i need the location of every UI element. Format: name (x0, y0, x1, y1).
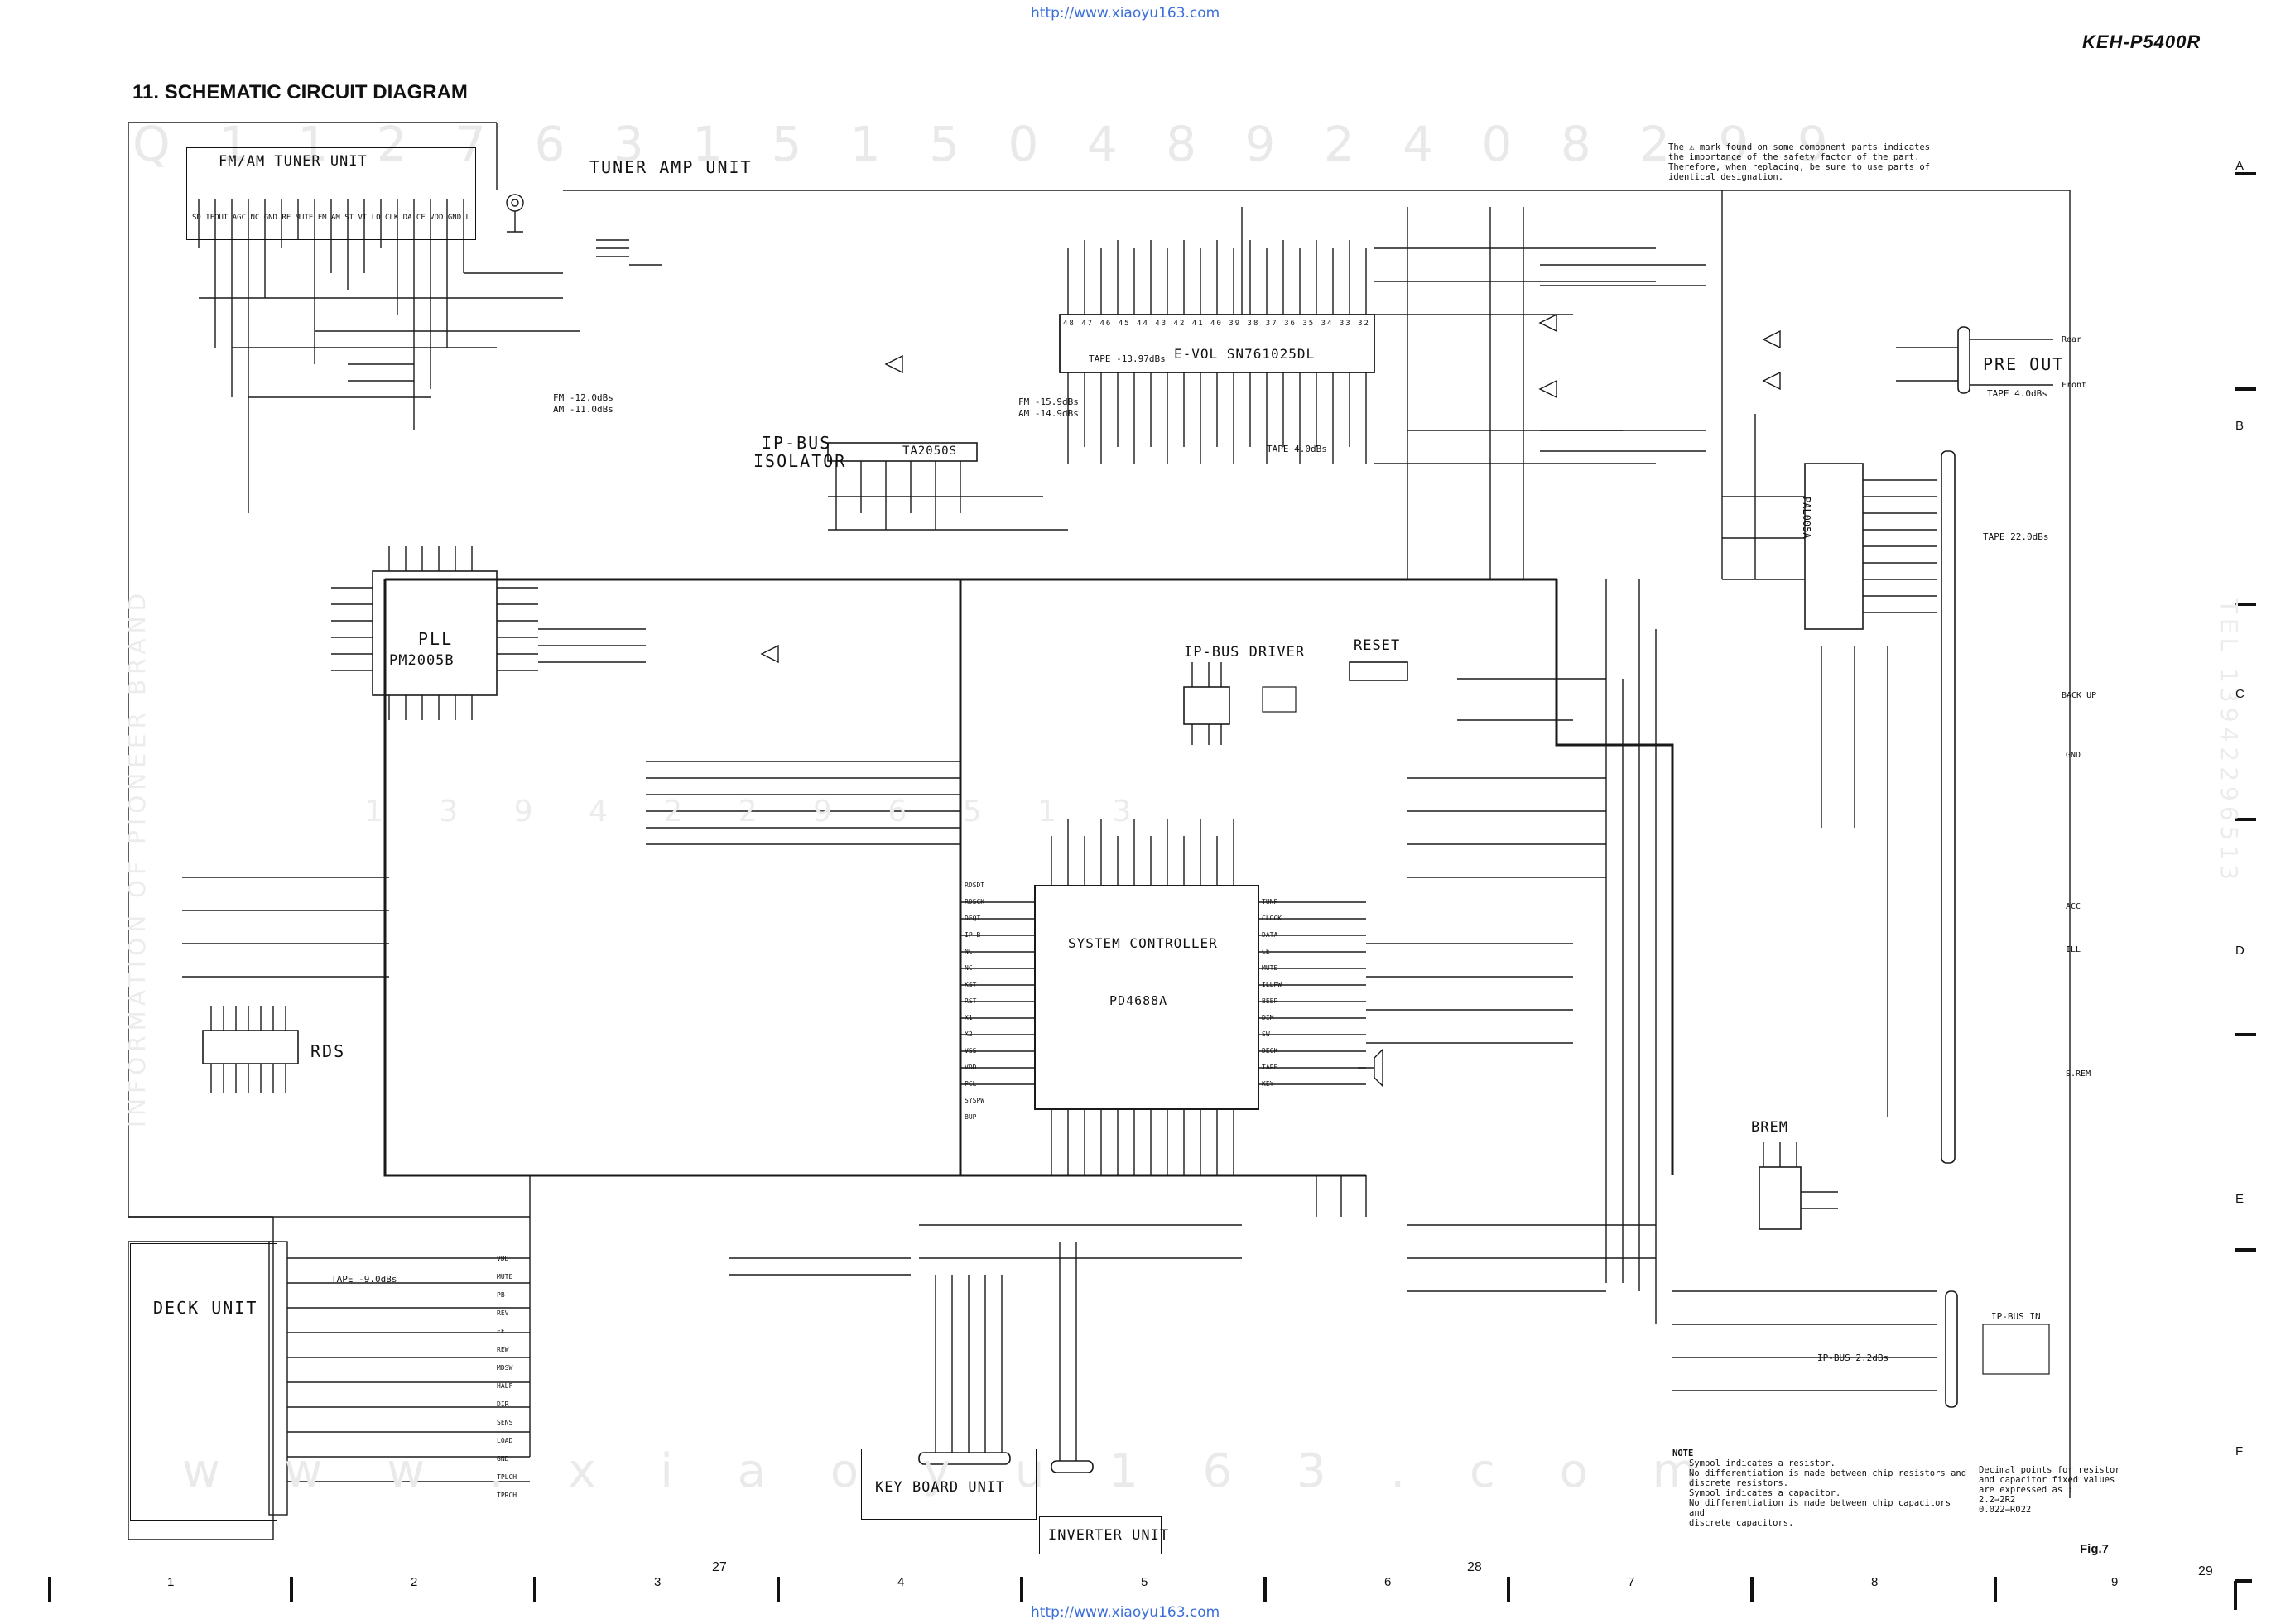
pre-out-label: PRE OUT (1983, 354, 2065, 374)
system-controller-part: PD4688A (1109, 993, 1168, 1008)
decimal-note-line: and capacitor fixed values (1979, 1475, 2115, 1485)
watermark-row-3: w w w . x i a o y u 1 6 3 . c o m (182, 1444, 1723, 1498)
level-fm-a: FM -12.0dBs (553, 392, 613, 403)
output-srem: S.REM (2066, 1069, 2091, 1079)
inverter-unit-box (1039, 1516, 1162, 1554)
output-acc: ACC (2066, 902, 2081, 911)
keyboard-unit-label: KEY BOARD UNIT (875, 1479, 1006, 1496)
output-backup: BACK UP (2062, 691, 2097, 700)
model-number: KEH-P5400R (2082, 31, 2201, 52)
level-tape-preout: TAPE 4.0dBs (1987, 388, 2047, 399)
evol-pin-row: 48 47 46 45 44 43 42 41 40 39 38 37 36 3… (1063, 320, 1376, 328)
brem-label: BREM (1751, 1119, 1788, 1136)
safety-note-line: the importance of the safety factor of t… (1668, 152, 1920, 162)
col-label-8: 8 (1871, 1575, 1879, 1589)
deck-unit-label: DECK UNIT (153, 1298, 258, 1318)
col-label-1: 1 (167, 1575, 175, 1589)
note-block: NOTE Symbol indicates a resistor. No dif… (1672, 1449, 1970, 1528)
row-label-a: A (2235, 159, 2245, 173)
row-label-b: B (2235, 419, 2245, 433)
ipbus-isolator-label-1: IP-BUS (762, 433, 832, 453)
page-number-27: 27 (712, 1560, 727, 1574)
tuner-pin-row: SD IFOUT AGC NC GND RF MUTE FM AM ST VT … (192, 214, 474, 222)
row-label-c: C (2235, 687, 2245, 701)
note-line: No differentiation is made between chip … (1689, 1468, 1967, 1478)
rds-chip-label: RDS (310, 1041, 346, 1061)
col-label-6: 6 (1384, 1575, 1392, 1589)
tuner-unit-label: FM/AM TUNER UNIT (219, 153, 368, 170)
level-tape-evol: TAPE -13.97dBs (1089, 353, 1166, 364)
ta2050s-chip-label: TA2050S (902, 444, 958, 458)
page-number-29: 29 (2198, 1564, 2213, 1578)
source-url-bottom[interactable]: http://www.xiaoyu163.com (1031, 1604, 1220, 1621)
sys-pins-left: RDSDT RDSCK DEQT IP-B NC NC KST RST X1 X… (965, 882, 985, 1121)
watermark-row-1: Q 1 1 2 7 6 3 1 5 1 5 0 4 8 9 2 4 0 8 2 … (132, 116, 1845, 172)
level-am-a: AM -11.0dBs (553, 404, 613, 415)
ipbus-in-label: IP-BUS IN (1991, 1311, 2041, 1322)
note-line: Symbol indicates a capacitor. (1689, 1488, 1841, 1498)
col-label-7: 7 (1628, 1575, 1635, 1589)
row-label-f: F (2235, 1444, 2244, 1458)
decimal-note-line: 2.2→2R2 (1979, 1495, 2016, 1505)
note-heading: NOTE (1672, 1449, 1694, 1458)
output-ill: ILL (2066, 945, 2081, 954)
col-label-2: 2 (411, 1575, 418, 1589)
safety-note: The ⚠ mark found on some component parts… (1668, 142, 1950, 182)
note-line: Symbol indicates a resistor. (1689, 1458, 1836, 1468)
level-tape-evol2: TAPE 4.0dBs (1267, 444, 1327, 454)
safety-note-line: identical designation. (1668, 172, 1784, 182)
deck-pin-row: VDD MUTE PB REV FF REW MDSW HALF DIR SEN… (497, 1255, 517, 1499)
page-number-28: 28 (1467, 1560, 1482, 1574)
decimal-note-line: are expressed as : (1979, 1485, 2073, 1495)
level-fm-b: FM -15.9dBs (1018, 396, 1079, 407)
pa-chip-label: PAL005A (1801, 497, 1812, 539)
decimal-note-block: Decimal points for resistor and capacito… (1979, 1465, 2144, 1515)
system-controller-label: SYSTEM CONTROLLER (1068, 935, 1218, 951)
note-line: discrete resistors. (1689, 1478, 1789, 1488)
col-label-9: 9 (2111, 1575, 2119, 1589)
section-title: 11. SCHEMATIC CIRCUIT DIAGRAM (132, 81, 468, 103)
tuner-amp-unit-label: TUNER AMP UNIT (589, 157, 753, 177)
keyboard-unit-box (861, 1449, 1037, 1520)
level-ipbus: IP-BUS 2.2dBs (1817, 1353, 1889, 1363)
decimal-note-line: 0.022→R022 (1979, 1505, 2032, 1515)
watermark-left-side: INFORMATION OF PIONEER BRAND (123, 588, 152, 1128)
note-line: No differentiation is made between chip … (1689, 1498, 1951, 1518)
inverter-unit-label: INVERTER UNIT (1048, 1527, 1170, 1544)
deck-unit-box (130, 1243, 277, 1521)
watermark-row-2: 1 3 9 4 2 2 9 6 5 1 3 (364, 795, 1155, 829)
evol-chip-label: E-VOL SN761025DL (1174, 346, 1316, 362)
ipbus-driver-label: IP-BUS DRIVER (1184, 644, 1306, 661)
figure-label: Fig.7 (2080, 1542, 2110, 1556)
pll-chip-label: PLL (418, 629, 454, 649)
col-label-5: 5 (1141, 1575, 1148, 1589)
output-front: Front (2062, 381, 2087, 390)
level-tape-deck: TAPE -9.0dBs (331, 1274, 397, 1285)
output-gnd: GND (2066, 751, 2081, 760)
row-label-d: D (2235, 944, 2245, 958)
pll-chip-part: PM2005B (389, 652, 455, 669)
source-url-top[interactable]: http://www.xiaoyu163.com (1031, 5, 1220, 22)
col-label-4: 4 (897, 1575, 905, 1589)
sys-pins-right: TUNP CLOCK DATA CE MUTE ILLPW BEEP DIM S… (1262, 898, 1282, 1088)
level-tape-pa: TAPE 22.0dBs (1983, 531, 2049, 542)
note-line: discrete capacitors. (1689, 1518, 1794, 1528)
decimal-note-line: Decimal points for resistor (1979, 1465, 2120, 1475)
safety-note-line: Therefore, when replacing, be sure to us… (1668, 162, 1931, 172)
row-label-e: E (2235, 1192, 2245, 1206)
level-am-b: AM -14.9dBs (1018, 408, 1079, 419)
output-rear: Rear (2062, 335, 2082, 344)
watermark-right-side: TEL 13942296513 (2216, 598, 2244, 886)
tuner-unit-box: FM/AM TUNER UNIT SD IFOUT AGC NC GND RF … (186, 147, 476, 240)
reset-label: RESET (1354, 637, 1401, 654)
safety-note-line: The ⚠ mark found on some component parts… (1668, 142, 1931, 152)
ipbus-isolator-label-2: ISOLATOR (753, 451, 847, 471)
col-label-3: 3 (654, 1575, 662, 1589)
